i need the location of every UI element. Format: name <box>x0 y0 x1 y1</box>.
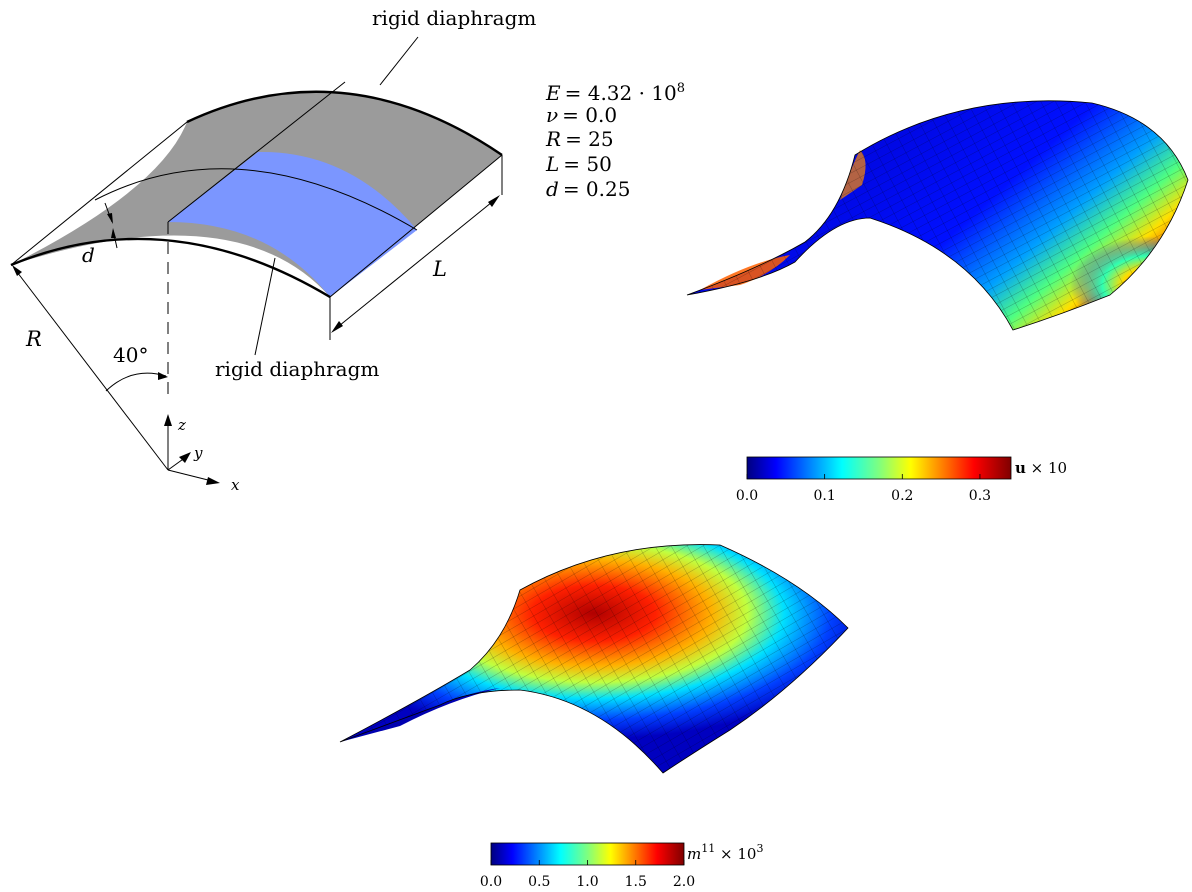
x-axis-arrowhead <box>206 477 220 485</box>
colorbar-m-tick-label: 0.5 <box>528 874 550 890</box>
z-axis-arrowhead <box>164 414 172 426</box>
L-arrowhead-b <box>488 195 500 207</box>
moment-mesh <box>339 544 849 774</box>
leader-top <box>379 36 419 86</box>
param-nu: ν= 0.0 <box>546 103 617 127</box>
param-R: R= 25 <box>545 127 614 151</box>
colorbar-u-tick-label: 0.3 <box>969 488 991 504</box>
param-E-value: = 4.32 · 10 <box>565 81 677 105</box>
colorbar-u-tick-label: 0.0 <box>736 488 758 504</box>
param-R-value: = 25 <box>565 127 614 151</box>
colorbar-m-tick-label: 1.0 <box>576 874 598 890</box>
param-nu-symbol: ν <box>546 103 558 127</box>
param-nu-value: = 0.0 <box>562 103 617 127</box>
front-edge <box>10 237 331 299</box>
colorbar-u-tick-label: 0.1 <box>814 488 836 504</box>
colorbar-m-title-exp: 3 <box>756 842 763 855</box>
colorbar-m-tick-label: 2.0 <box>673 874 695 890</box>
radius-line <box>13 267 169 471</box>
colorbar-m-tick-label: 0.0 <box>480 874 502 890</box>
L-arrowhead-a <box>331 321 343 333</box>
param-L-symbol: L <box>545 152 559 176</box>
crown-line <box>167 81 346 223</box>
d-arrowhead-b <box>111 228 116 238</box>
param-d: d= 0.25 <box>546 177 630 201</box>
left-side-edge <box>10 121 188 266</box>
angle-arc <box>105 372 167 392</box>
colorbar-m-ticks: 0.0 0.5 1.0 1.5 2.0 <box>480 860 695 890</box>
param-E-symbol: E <box>545 81 561 105</box>
label-axis-x: x <box>231 476 240 494</box>
colorbar-u-title-rest: × 10 <box>1026 459 1067 477</box>
L-dimension-arrow <box>333 197 498 331</box>
mid-arc <box>94 168 418 231</box>
back-edge <box>186 90 503 156</box>
label-L: L <box>432 257 447 281</box>
displacement-mesh <box>686 100 1189 331</box>
label-d: d <box>82 243 95 267</box>
colorbar-u-title: u × 10 <box>1015 459 1067 477</box>
colorbar-m-title-rest: × 10 <box>715 845 756 863</box>
parameter-list: E= 4.32 · 108 ν= 0.0 R= 25 L= 50 d= 0.25 <box>545 81 685 201</box>
label-axis-y: y <box>193 444 203 462</box>
colorbar-u-gradient <box>746 456 1012 480</box>
param-R-symbol: R <box>545 127 561 151</box>
label-rigid-diaphragm-bottom: rigid diaphragm <box>215 357 379 381</box>
leader-bottom <box>254 257 276 356</box>
colorbar-displacement: 0.0 0.1 0.2 0.3 u × 10 <box>736 456 1067 504</box>
label-axis-z: z <box>177 416 186 434</box>
R-arrowhead <box>12 265 22 276</box>
colorbar-moment: 0.0 0.5 1.0 1.5 2.0 m11 × 103 <box>480 842 764 890</box>
label-angle: 40° <box>113 343 148 367</box>
moment-contour-plot <box>339 544 849 774</box>
colorbar-u-ticks: 0.0 0.1 0.2 0.3 <box>736 474 991 504</box>
shell-quarter-highlight <box>168 151 417 297</box>
param-L: L= 50 <box>545 152 612 176</box>
colorbar-u-title-symbol: u <box>1015 459 1026 477</box>
param-d-value: = 0.25 <box>563 177 631 201</box>
label-R: R <box>25 327 42 351</box>
label-rigid-diaphragm-top: rigid diaphragm <box>372 6 536 30</box>
colorbar-u-tick-label: 0.2 <box>891 488 913 504</box>
y-axis-arrowhead <box>179 452 191 463</box>
param-d-symbol: d <box>546 177 559 201</box>
colorbar-m-title-sup: 11 <box>701 842 715 855</box>
displacement-contour-plot <box>686 100 1189 331</box>
right-side-edge <box>329 154 503 298</box>
d-arrowhead-a <box>107 213 113 224</box>
x-axis <box>167 469 213 482</box>
param-E-exponent: 8 <box>677 81 685 96</box>
param-E: E= 4.32 · 108 <box>545 81 685 105</box>
moment-left-tail <box>340 688 500 742</box>
angle-arrowhead <box>158 372 168 380</box>
colorbar-m-title-symbol: m <box>687 845 701 863</box>
colorbar-m-title: m11 × 103 <box>687 842 763 863</box>
roof-schematic: rigid diaphragm rigid diaphragm d L R 40… <box>10 6 536 494</box>
param-L-value: = 50 <box>563 152 612 176</box>
colorbar-m-tick-label: 1.5 <box>625 874 647 890</box>
